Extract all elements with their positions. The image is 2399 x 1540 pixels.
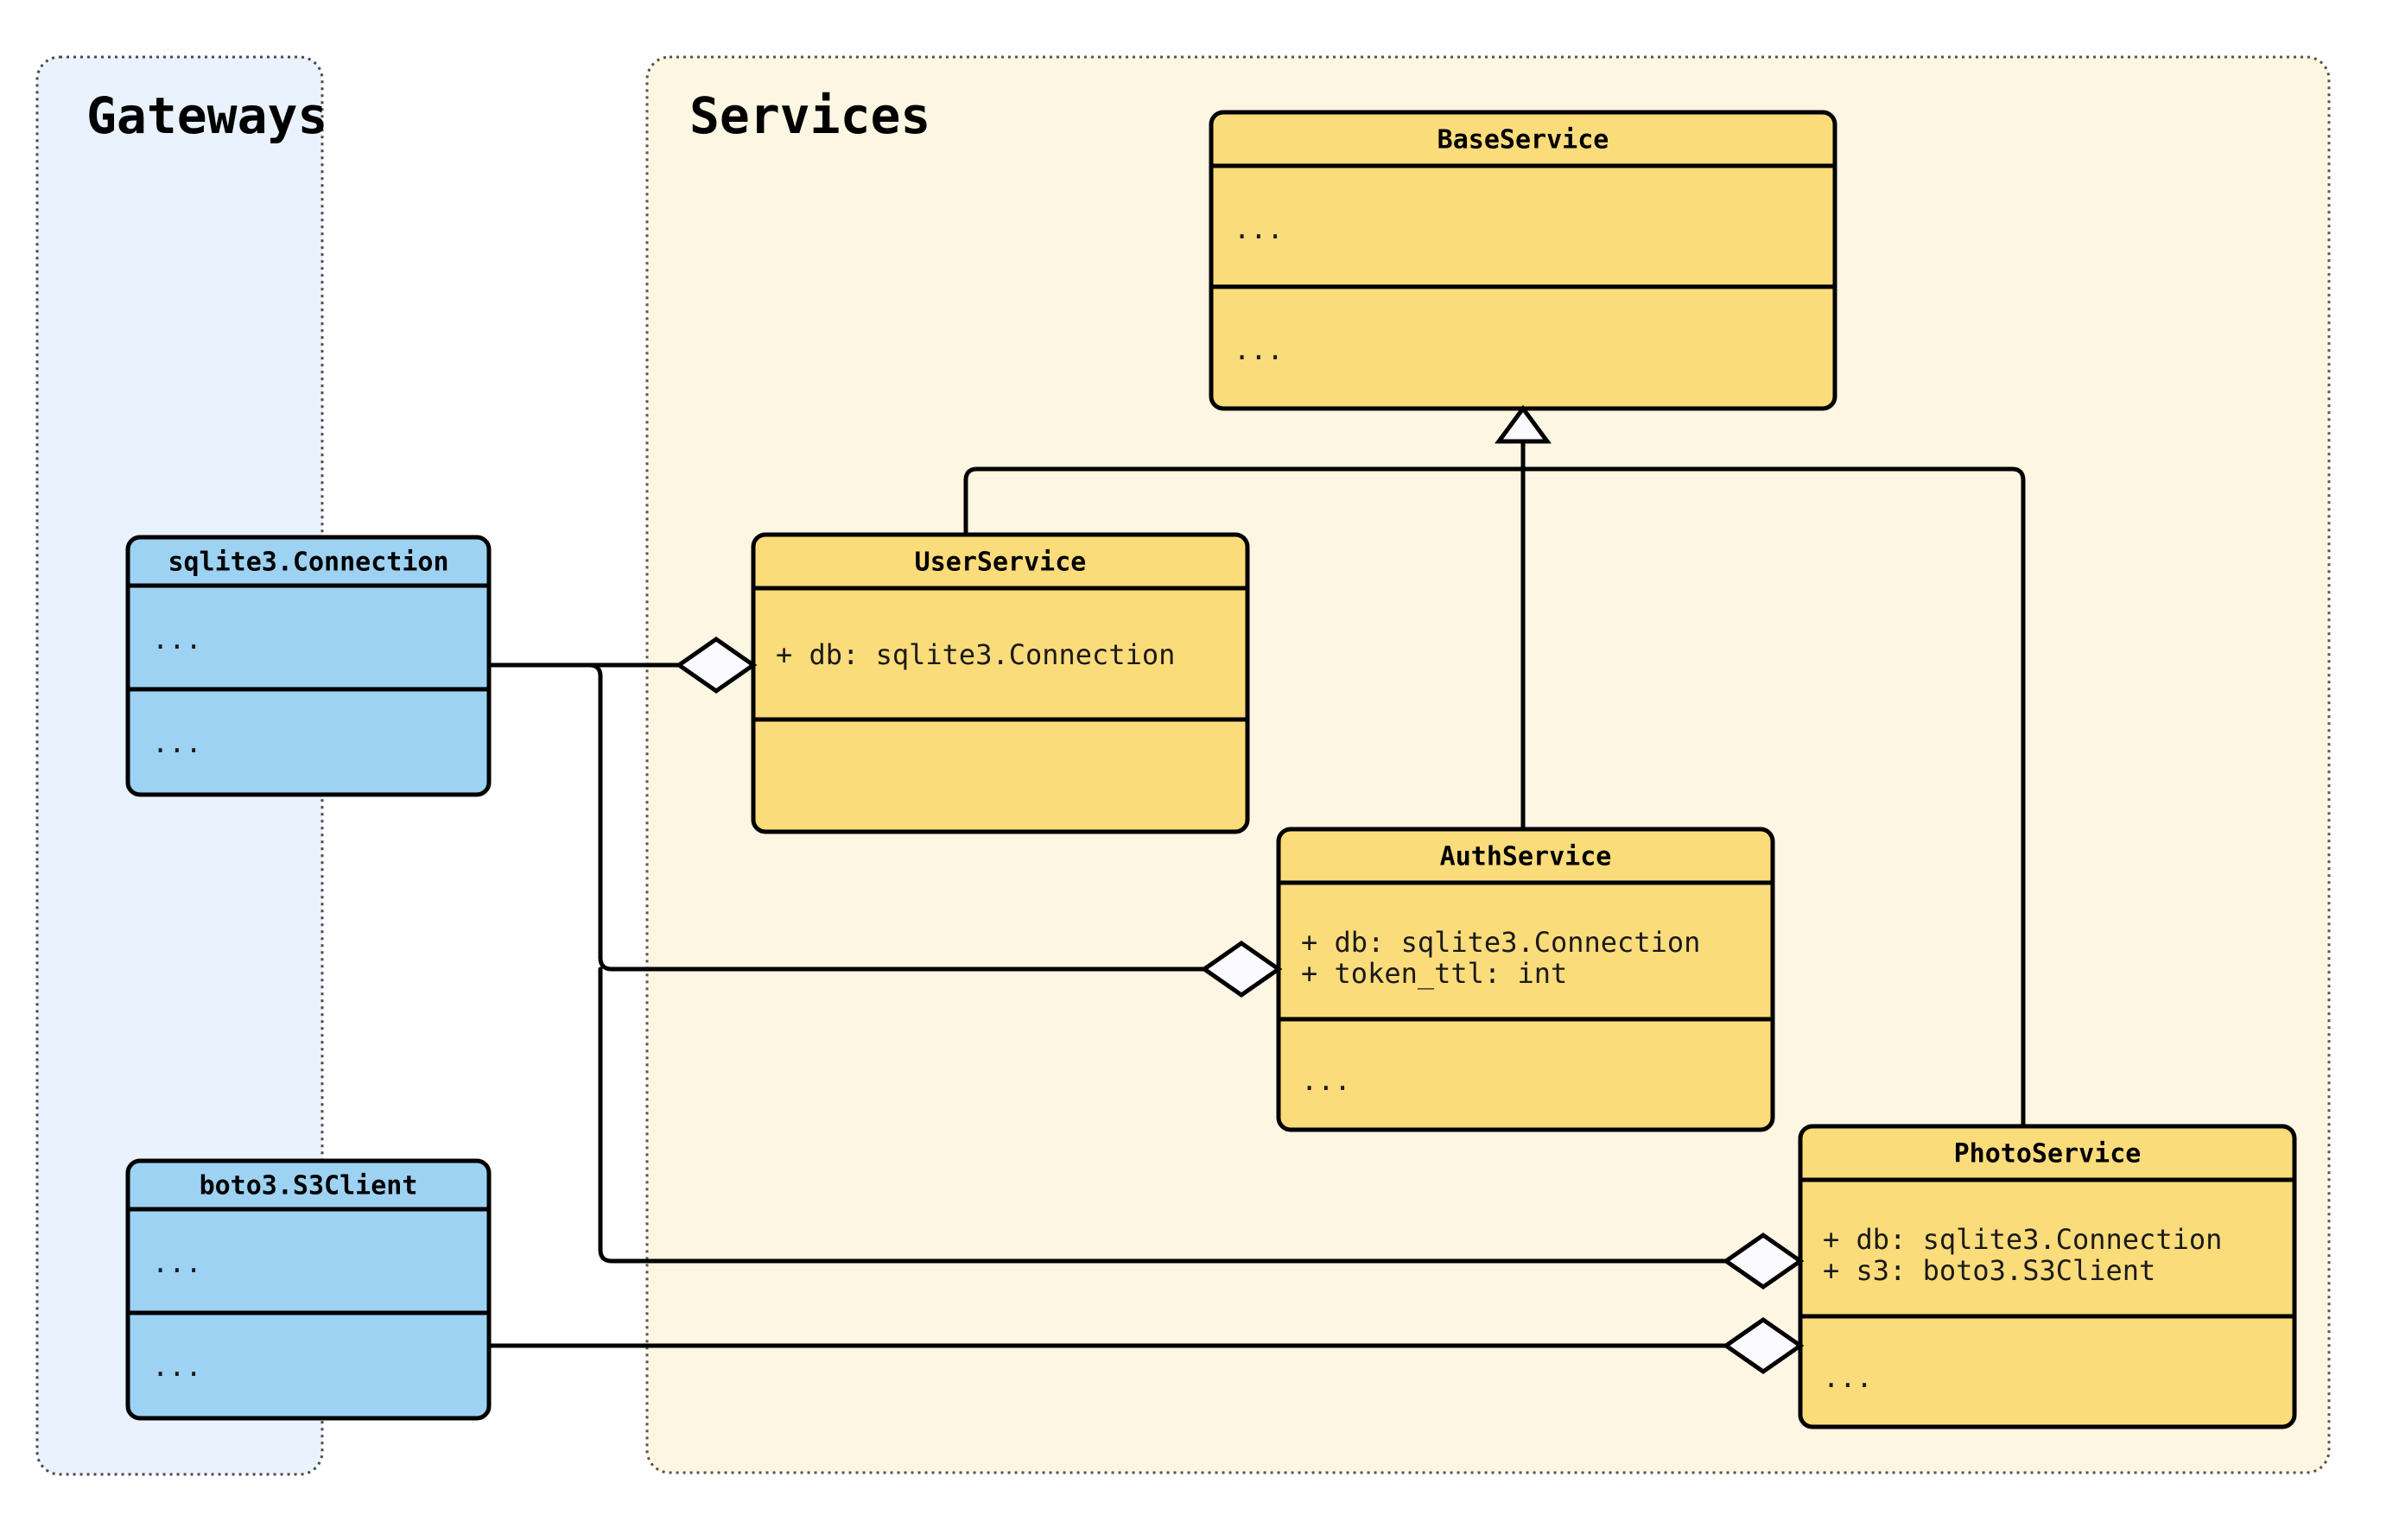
- package-services[interactable]: Services: [645, 55, 2331, 1474]
- edge-markers: [675, 404, 1805, 1375]
- package-services-title: Services: [689, 86, 930, 145]
- class-baseservice-name: BaseService: [1437, 125, 1609, 155]
- class-photoservice[interactable]: PhotoService + db: sqlite3.Connection + …: [1798, 1124, 2297, 1429]
- relationship-edges: [486, 429, 2026, 1348]
- aggregation-diamond-icon-authservice: [1200, 940, 1283, 998]
- class-baseservice-body: [1209, 110, 1837, 411]
- package-services-frame: [645, 55, 2331, 1474]
- class-sqlite3-connection-name: sqlite3.Connection: [168, 548, 448, 578]
- class-authservice-body: [1276, 827, 1775, 1132]
- class-baseservice-method: ...: [1234, 333, 1284, 366]
- class-sqlite3-connection-body: [125, 535, 492, 797]
- class-authservice-attribute-2: + token_ttl: int: [1301, 957, 1567, 990]
- class-boto3-s3client-attribute: ...: [152, 1246, 202, 1279]
- class-photoservice-attribute-1: + db: sqlite3.Connection: [1823, 1223, 2222, 1256]
- class-photoservice-attribute-2: + s3: boto3.S3Client: [1823, 1254, 2155, 1287]
- edge-photoservice-inherits-baseservice: [1520, 466, 2026, 1129]
- class-boto3-s3client-method: ...: [152, 1350, 202, 1383]
- aggregation-diamond-icon-photoservice-db: [1722, 1232, 1805, 1290]
- edge-sqlite3-aggregated-authservice: [486, 662, 1281, 972]
- class-authservice-method: ...: [1301, 1064, 1351, 1097]
- package-gateways-title: Gateways: [86, 86, 327, 145]
- class-userservice-body: [751, 532, 1250, 834]
- class-sqlite3-connection[interactable]: sqlite3.Connection ... ...: [125, 535, 492, 797]
- class-userservice-attribute: + db: sqlite3.Connection: [776, 638, 1175, 671]
- edge-userservice-inherits-baseservice: [963, 466, 1526, 537]
- class-userservice[interactable]: UserService + db: sqlite3.Connection: [751, 532, 1250, 834]
- class-authservice[interactable]: AuthService + db: sqlite3.Connection + t…: [1276, 827, 1775, 1132]
- class-boto3-s3client-body: [125, 1158, 492, 1421]
- class-authservice-attribute-1: + db: sqlite3.Connection: [1301, 926, 1700, 959]
- class-baseservice[interactable]: BaseService ... ...: [1209, 110, 1837, 411]
- aggregation-diamond-icon-photoservice-s3: [1722, 1316, 1805, 1375]
- edge-sqlite3-aggregated-photoservice: [598, 966, 1803, 1264]
- class-userservice-name: UserService: [915, 548, 1087, 578]
- class-photoservice-method: ...: [1823, 1361, 1873, 1394]
- class-sqlite3-connection-method: ...: [152, 726, 202, 759]
- class-photoservice-name: PhotoService: [1954, 1139, 2142, 1169]
- class-authservice-name: AuthService: [1440, 842, 1612, 872]
- aggregation-diamond-icon-userservice: [675, 636, 758, 694]
- generalization-triangle-icon: [1495, 404, 1552, 444]
- class-baseservice-attribute: ...: [1234, 212, 1284, 245]
- class-boto3-s3client[interactable]: boto3.S3Client ... ...: [125, 1158, 492, 1421]
- class-boto3-s3client-name: boto3.S3Client: [200, 1171, 418, 1201]
- class-photoservice-body: [1798, 1124, 2297, 1429]
- class-sqlite3-connection-attribute: ...: [152, 623, 202, 656]
